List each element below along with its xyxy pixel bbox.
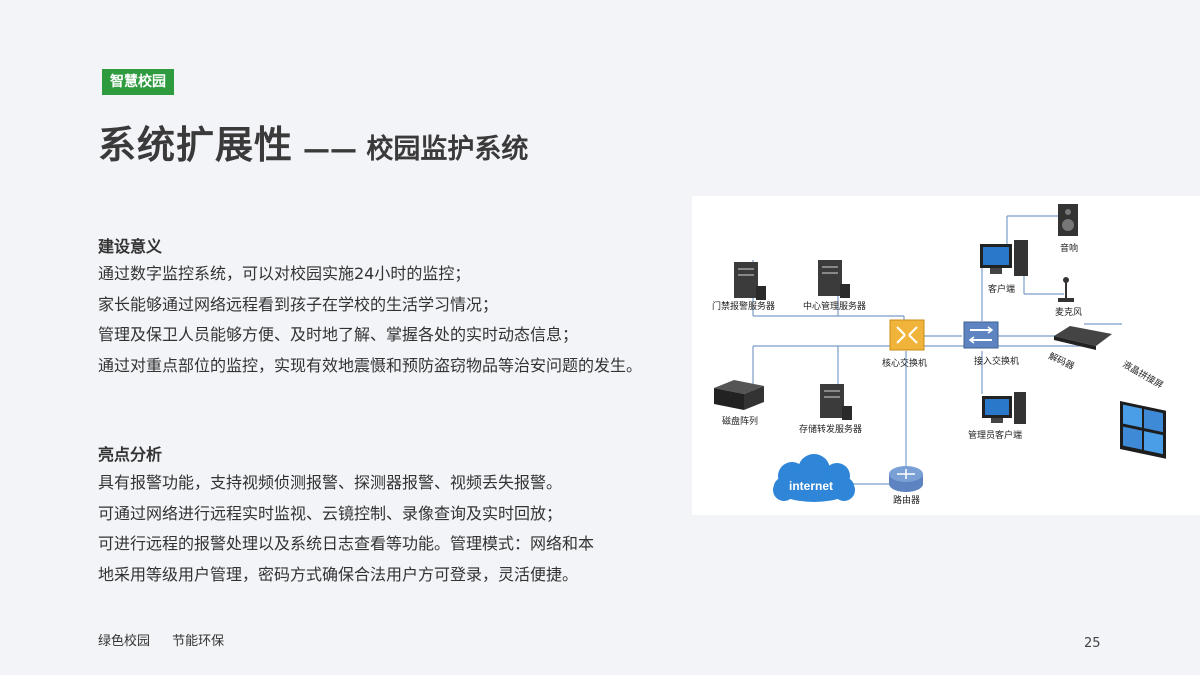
label-storage-server: 存储转发服务器 — [799, 423, 862, 435]
significance-line: 管理及保卫人员能够方便、及时地了解、掌握各处的实时动态信息； — [98, 325, 579, 344]
disk-array-icon — [714, 380, 764, 410]
highlights-line: 可进行远程的报警处理以及系统日志查看等功能。管理模式：网络和本 — [98, 534, 595, 553]
admin-client-icon — [982, 392, 1026, 424]
microphone-icon — [1058, 277, 1074, 302]
highlights-line: 可通过网络进行远程实时监视、云镜控制、录像查询及实时回放； — [98, 503, 563, 523]
section-heading-significance: 建设意义 — [98, 237, 163, 256]
storage-server-icon — [820, 384, 852, 420]
lcd-wall-icon — [1120, 400, 1166, 459]
category-tag: 智慧校园 — [102, 69, 174, 95]
label-microphone: 麦克风 — [1055, 306, 1082, 318]
label-core-switch: 核心交换机 — [882, 357, 927, 369]
footer-item-energy-saving: 节能环保 — [172, 634, 225, 649]
internet-cloud-icon — [773, 454, 855, 502]
label-client: 客户端 — [988, 283, 1015, 295]
section-heading-highlights: 亮点分析 — [98, 445, 163, 464]
page-title: 系统扩展性 —— 校园监护系统 — [98, 114, 528, 169]
network-diagram: 门禁报警服务器 中心管理服务器 核心交换机 接入交换机 客户端 — [692, 196, 1200, 515]
significance-list: 通过数字监控系统，可以对校园实施24小时的监控； 家长能够通过网络远程看到孩子在… — [98, 259, 698, 381]
label-central-server: 中心管理服务器 — [803, 300, 866, 312]
speaker-icon — [1058, 204, 1078, 236]
label-speaker: 音响 — [1060, 242, 1078, 254]
label-lcd-wall: 液晶拼接屏 — [1121, 358, 1166, 391]
client-computer-icon — [980, 240, 1028, 276]
label-disk-array: 磁盘阵列 — [722, 415, 758, 427]
page-number: 25 — [1084, 636, 1101, 651]
significance-line: 家长能够通过网络远程看到孩子在学校的生活学习情况； — [98, 294, 499, 314]
significance-line: 通过数字监控系统，可以对校园实施24小时的监控； — [98, 264, 471, 283]
footer-item-green-campus: 绿色校园 — [98, 634, 151, 649]
label-decoder: 解码器 — [1047, 350, 1077, 372]
label-access-server: 门禁报警服务器 — [712, 300, 775, 312]
central-server-icon — [818, 260, 850, 298]
significance-line: 通过对重点部位的监控，实现有效地震慑和预防盗窃物品等治安问题的发生。 — [98, 355, 643, 375]
access-server-icon — [734, 262, 766, 300]
footer: 绿色校园 节能环保 — [98, 630, 242, 649]
highlights-line: 具有报警功能，支持视频侦测报警、探测器报警、视频丢失报警。 — [98, 473, 563, 492]
title-main: 系统扩展性 — [98, 123, 294, 167]
label-router: 路由器 — [893, 494, 920, 506]
decoder-icon — [1054, 326, 1112, 350]
access-switch-icon — [963, 321, 999, 349]
highlights-line: 地采用等级用户管理，密码方式确保合法用户方可登录，灵活便捷。 — [98, 564, 579, 584]
highlights-list: 具有报警功能，支持视频侦测报警、探测器报警、视频丢失报警。 可通过网络进行远程实… — [98, 468, 698, 590]
router-icon — [889, 466, 923, 492]
core-switch-icon — [889, 319, 925, 351]
label-access-switch: 接入交换机 — [974, 355, 1019, 367]
title-subtitle: —— 校园监护系统 — [303, 134, 529, 165]
label-internet: internet — [789, 479, 833, 493]
label-admin-client: 管理员客户端 — [968, 429, 1022, 441]
